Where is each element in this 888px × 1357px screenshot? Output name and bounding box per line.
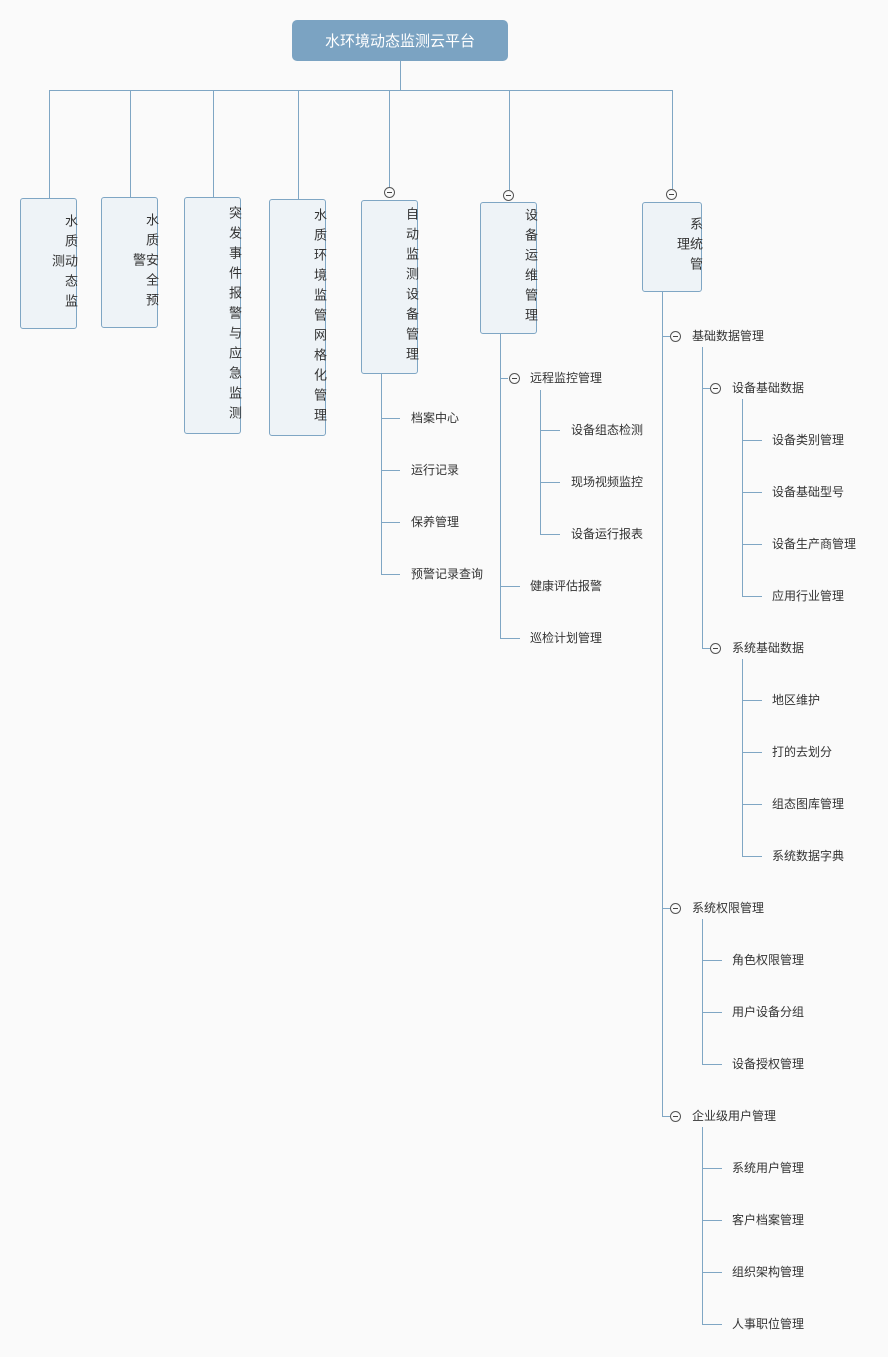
node-device-base-data[interactable]: 设备基础数据 [732,381,805,395]
node-permissions[interactable]: 系统权限管理 [692,901,765,915]
leaf-division[interactable]: 打的去划分 [772,745,833,759]
leaf-role-permissions[interactable]: 角色权限管理 [732,953,805,967]
leaf-industry[interactable]: 应用行业管理 [772,589,845,603]
collapse-icon[interactable] [670,903,681,914]
leaf-run-records[interactable]: 运行记录 [411,463,460,477]
collapse-icon[interactable] [509,373,520,384]
leaf-device-auth[interactable]: 设备授权管理 [732,1057,805,1071]
node-remote-monitoring[interactable]: 远程监控管理 [530,371,603,385]
collapse-icon[interactable] [670,331,681,342]
collapse-icon[interactable] [503,190,514,201]
node-base-data[interactable]: 基础数据管理 [692,329,765,343]
collapse-icon[interactable] [666,189,677,200]
leaf-dictionary[interactable]: 系统数据字典 [772,849,845,863]
leaf-org-structure[interactable]: 组织架构管理 [732,1265,805,1279]
leaf-config-detection[interactable]: 设备组态检测 [571,423,644,437]
leaf-user-group[interactable]: 用户设备分组 [732,1005,805,1019]
collapse-icon[interactable] [710,643,721,654]
leaf-warning-query[interactable]: 预警记录查询 [411,567,484,581]
leaf-run-report[interactable]: 设备运行报表 [571,527,644,541]
leaf-customer-archive[interactable]: 客户档案管理 [732,1213,805,1227]
leaf-health-report[interactable]: 健康评估报警 [530,579,603,593]
leaf-site-video[interactable]: 现场视频监控 [571,475,644,489]
node-system-base-data[interactable]: 系统基础数据 [732,641,805,655]
node-grid-management[interactable]: 水质环境监管网格化管理 [269,199,326,436]
node-system-management[interactable]: 系统管理 [642,202,702,292]
node-device-ops[interactable]: 设备运维管理 [480,202,537,334]
leaf-region[interactable]: 地区维护 [772,693,821,707]
node-auto-monitoring-device[interactable]: 自动监测设备管理 [361,200,418,374]
leaf-maintenance[interactable]: 保养管理 [411,515,460,529]
leaf-archive-center[interactable]: 档案中心 [411,411,460,425]
collapse-icon[interactable] [384,187,395,198]
collapse-icon[interactable] [710,383,721,394]
leaf-gallery[interactable]: 组态图库管理 [772,797,845,811]
leaf-inspection-plan[interactable]: 巡检计划管理 [530,631,603,645]
node-water-quality-dynamic[interactable]: 水质动态监测 [20,198,77,329]
leaf-system-users[interactable]: 系统用户管理 [732,1161,805,1175]
leaf-device-category[interactable]: 设备类别管理 [772,433,845,447]
node-water-safety-warning[interactable]: 水质安全预警 [101,197,158,328]
root-node[interactable]: 水环境动态监测云平台 [292,20,508,61]
node-emergency-monitoring[interactable]: 突发事件报警与应急监测 [184,197,241,434]
collapse-icon[interactable] [670,1111,681,1122]
leaf-device-model[interactable]: 设备基础型号 [772,485,845,499]
node-enterprise-users[interactable]: 企业级用户管理 [692,1109,777,1123]
leaf-manufacturer[interactable]: 设备生产商管理 [772,537,857,551]
leaf-positions[interactable]: 人事职位管理 [732,1317,805,1331]
